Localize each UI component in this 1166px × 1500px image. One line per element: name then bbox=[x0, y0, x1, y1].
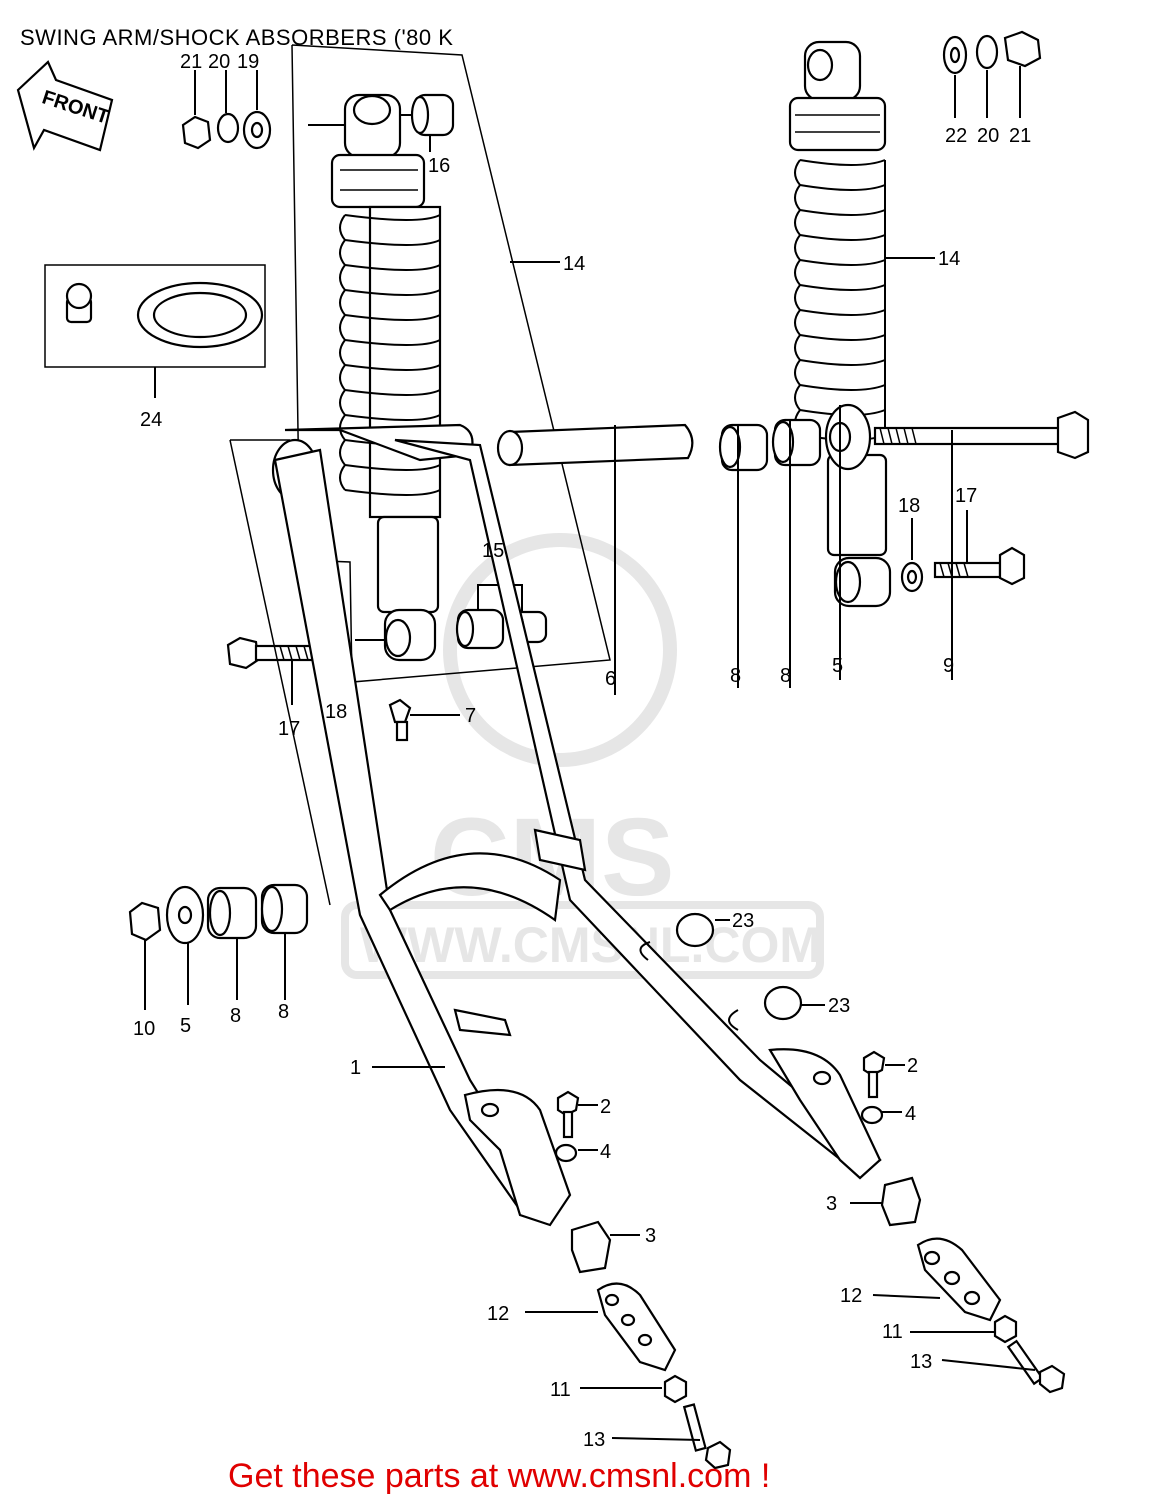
callout-23-b: 23 bbox=[828, 995, 850, 1017]
callout-24: 24 bbox=[140, 409, 162, 431]
right-top-hardware bbox=[942, 30, 1042, 118]
right-shock-absorber bbox=[788, 40, 935, 608]
callout-5-right: 5 bbox=[832, 655, 843, 677]
callout-4-right: 4 bbox=[905, 1103, 916, 1125]
footer-link[interactable]: Get these parts at www.cmsnl.com ! bbox=[228, 1457, 770, 1495]
callout-20: 20 bbox=[208, 51, 230, 73]
callout-7: 7 bbox=[465, 705, 476, 727]
axle-adjuster-bolts bbox=[554, 1050, 905, 1163]
callout-18-left: 18 bbox=[325, 701, 347, 723]
callout-20-right: 20 bbox=[977, 125, 999, 147]
callout-14-left: 14 bbox=[563, 253, 585, 275]
callout-8-left-a: 8 bbox=[230, 1005, 241, 1027]
right-cap-5 bbox=[824, 403, 872, 680]
callout-11-right: 11 bbox=[882, 1321, 903, 1343]
callout-13-left: 13 bbox=[583, 1429, 605, 1451]
callout-numbers: 21 20 19 16 14 24 15 17 18 7 22 20 21 14… bbox=[133, 51, 1031, 1451]
callout-16: 16 bbox=[428, 155, 450, 177]
callout-5-left: 5 bbox=[180, 1015, 191, 1037]
chain-rollers-23 bbox=[639, 912, 825, 1031]
callout-1: 1 bbox=[350, 1057, 361, 1079]
axle-blocks-3 bbox=[570, 1176, 922, 1274]
pivot-bolt-9 bbox=[873, 410, 1090, 680]
part-16-bushing bbox=[400, 93, 455, 152]
front-arrow-icon: FRONT bbox=[16, 60, 114, 152]
callout-14-right: 14 bbox=[938, 248, 960, 270]
callout-19: 19 bbox=[237, 51, 259, 73]
callout-10: 10 bbox=[133, 1018, 155, 1040]
callout-21: 21 bbox=[180, 51, 202, 73]
callout-12-left: 12 bbox=[487, 1303, 509, 1325]
callout-23-a: 23 bbox=[732, 910, 754, 932]
callout-17-left: 17 bbox=[278, 718, 300, 740]
callout-18-right: 18 bbox=[898, 495, 920, 517]
grease-nipple-7 bbox=[388, 698, 460, 742]
callout-9: 9 bbox=[943, 655, 954, 677]
diagram-title: SWING ARM/SHOCK ABSORBERS ('80 K bbox=[20, 25, 453, 50]
left-pivot-hardware bbox=[128, 883, 309, 1010]
callout-3-left: 3 bbox=[645, 1225, 656, 1247]
right-bolt-17 bbox=[900, 510, 1026, 593]
callout-8-left-b: 8 bbox=[278, 1001, 289, 1023]
callout-2-right: 2 bbox=[907, 1055, 918, 1077]
callout-8-right-b: 8 bbox=[780, 665, 791, 687]
swing-arm bbox=[229, 423, 882, 1227]
callout-12-right: 12 bbox=[840, 1285, 862, 1307]
callout-3-right: 3 bbox=[826, 1193, 837, 1215]
callout-4-left: 4 bbox=[600, 1141, 611, 1163]
callout-22: 22 bbox=[945, 125, 967, 147]
callout-6: 6 bbox=[605, 668, 616, 690]
right-needle-bearings bbox=[718, 418, 822, 688]
part-24-box bbox=[44, 264, 266, 398]
callout-8-right-a: 8 bbox=[730, 665, 741, 687]
callout-11-left: 11 bbox=[550, 1379, 571, 1401]
callout-2-left: 2 bbox=[600, 1096, 611, 1118]
left-top-hardware bbox=[181, 70, 272, 150]
callout-17-right: 17 bbox=[955, 485, 977, 507]
left-shock-absorber bbox=[308, 93, 442, 662]
adjuster-nuts-bolts bbox=[580, 1314, 1066, 1470]
watermark-url: WWW.CMSNL.COM bbox=[360, 917, 821, 973]
callout-21-right: 21 bbox=[1009, 125, 1031, 147]
callout-13-right: 13 bbox=[910, 1351, 932, 1373]
callout-15: 15 bbox=[482, 540, 504, 562]
part-6-sleeve bbox=[496, 423, 694, 695]
chain-adjusters-12 bbox=[525, 1237, 1002, 1372]
